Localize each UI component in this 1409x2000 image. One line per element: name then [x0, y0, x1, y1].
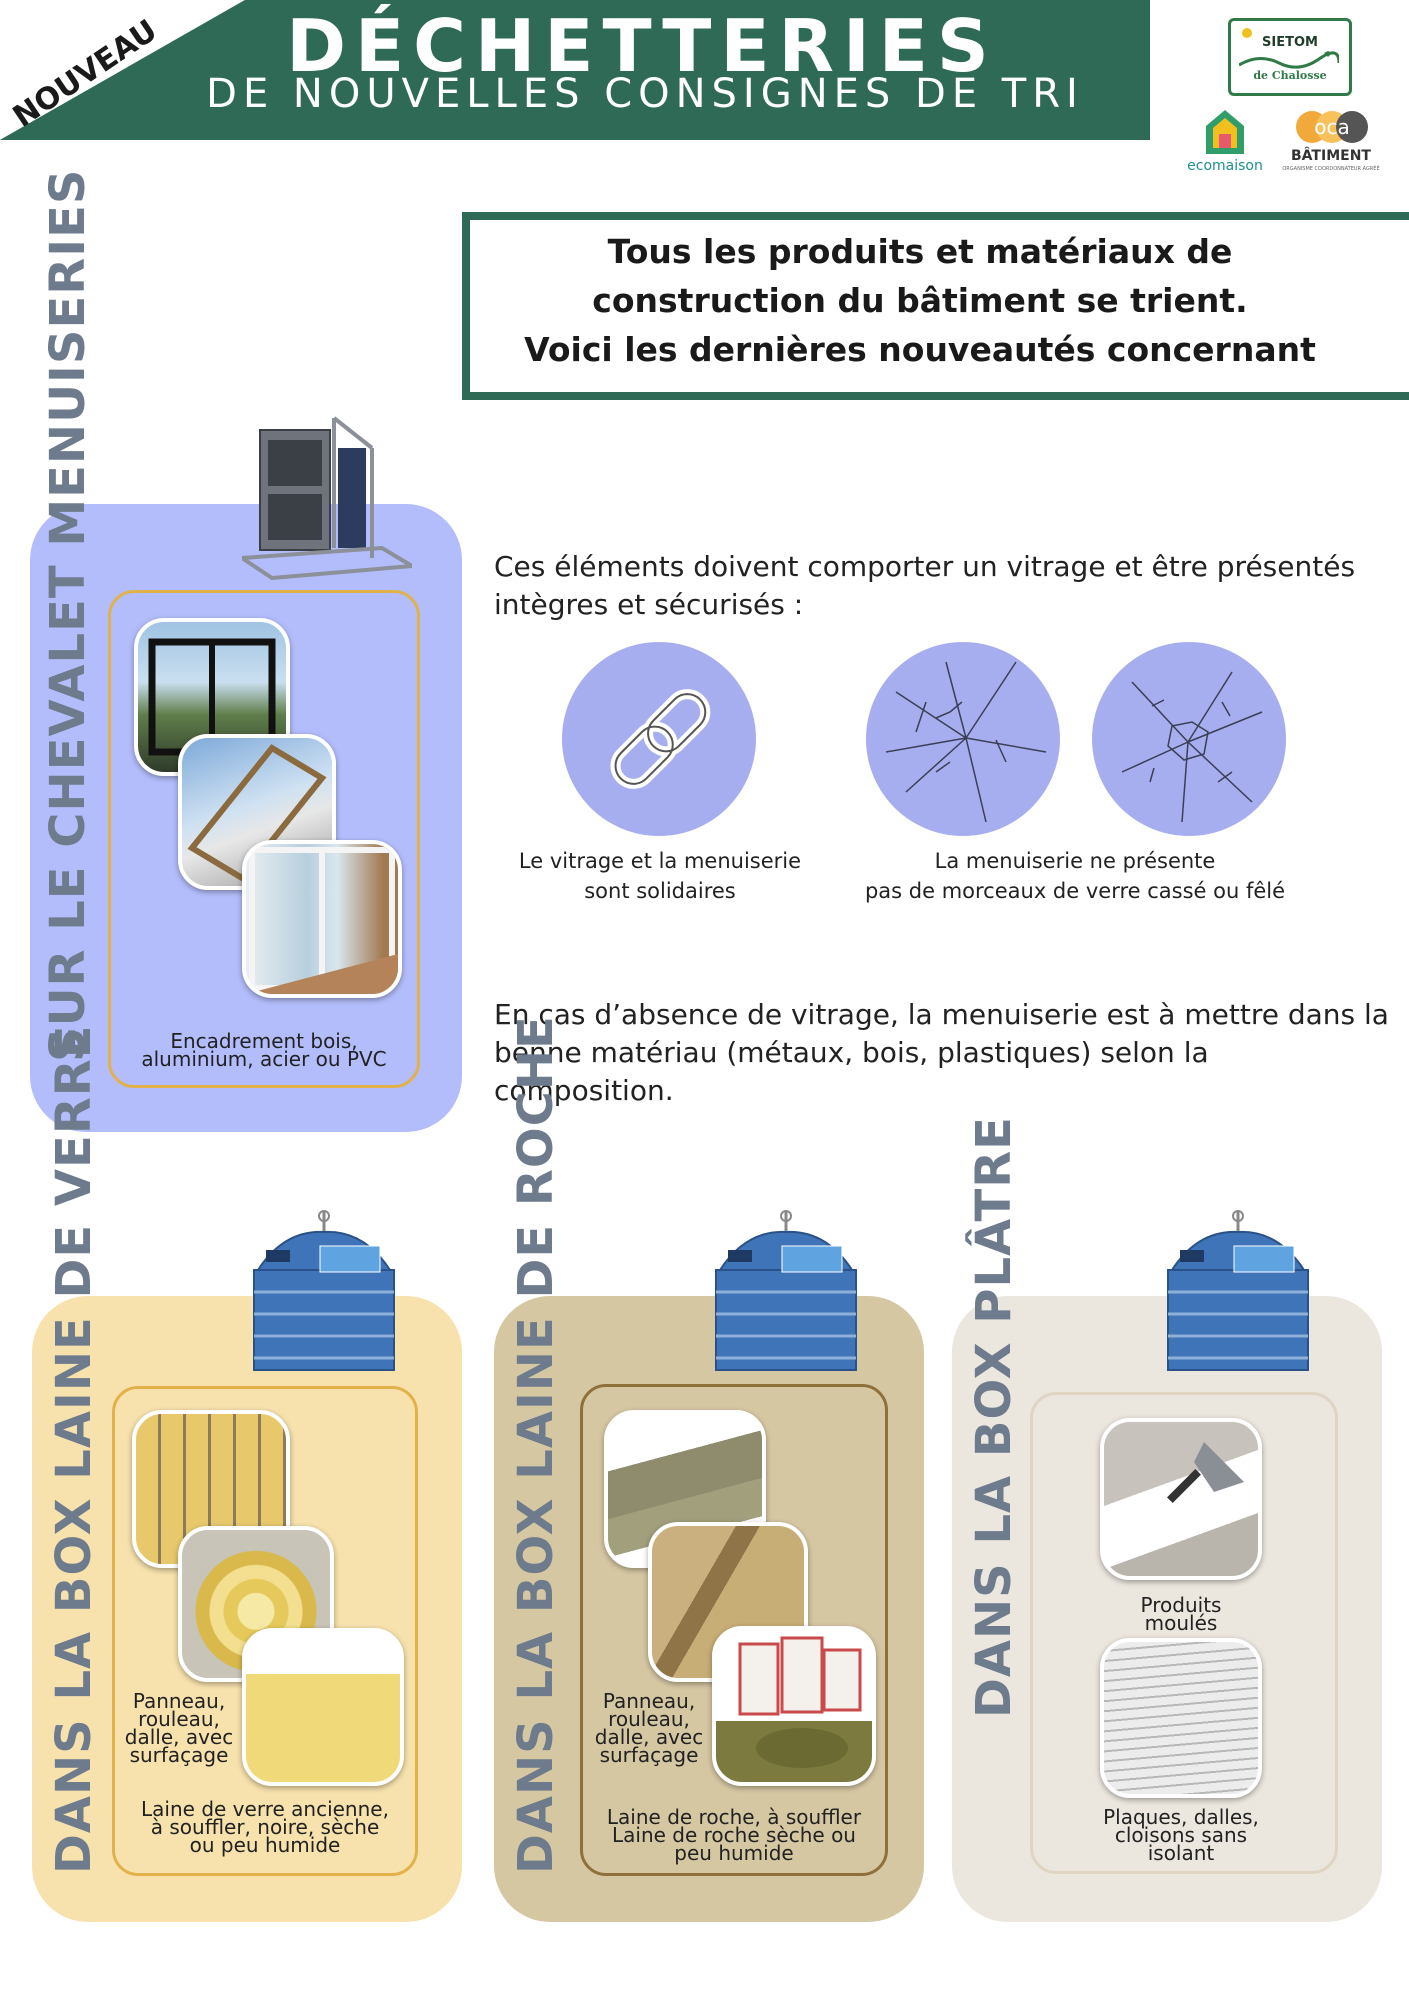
platre-panel	[952, 1296, 1382, 1922]
intro-line-2: construction du bâtiment se trient.	[592, 281, 1248, 320]
oca-batiment: BÂTIMENT	[1291, 148, 1371, 164]
cracked-glass-circle-1	[866, 642, 1060, 836]
laine-verre-title: DANS LA BOX LAINE DE VERRE	[46, 1024, 102, 1874]
sun-icon	[1242, 28, 1252, 38]
platre-caption-2-line-3: isolant	[1147, 1841, 1215, 1865]
intro-line-1: Tous les produits et matériaux de	[607, 232, 1233, 271]
oca-wordmark: oca	[1314, 115, 1350, 139]
sietom-name: SIETOM	[1262, 35, 1318, 50]
laine-verre-side-caption-3: dalle, avec	[124, 1725, 234, 1749]
roof-window-frame-icon	[187, 744, 327, 882]
intro-line-3: Voici les dernières nouveautés concernan…	[524, 330, 1316, 369]
box-container-icon	[1167, 1210, 1309, 1371]
page-subtitle: DE NOUVELLES CONSIGNES DE TRI	[206, 71, 1084, 117]
laine-roche-title: DANS LA BOX LAINE DE ROCHE	[508, 1015, 564, 1874]
laine-verre-side-caption-4: surfaçage	[129, 1743, 229, 1767]
rock-wool-bags-icon	[738, 1636, 862, 1768]
box-container-icon	[253, 1210, 395, 1371]
laine-roche-bottom-caption-1: Laine de roche, à souffler	[606, 1805, 862, 1829]
cracked-glass-circle-2	[1092, 642, 1286, 836]
nouveau-corner-badge: NOUVEAU	[0, 0, 245, 140]
laine-roche-side-caption-3: dalle, avec	[594, 1725, 704, 1749]
laine-roche-frame	[580, 1384, 888, 1876]
laine-verre-bottom-caption-2: à souffler, noire, sèche	[150, 1815, 380, 1839]
house-icon	[1206, 110, 1244, 154]
laine-verre-side-caption-2: rouleau,	[138, 1707, 220, 1731]
platre-caption-1-line-2: moulés	[1144, 1611, 1218, 1635]
ecomaison-name: ecomaison	[1187, 158, 1263, 174]
corner-window-frame-icon	[246, 847, 398, 994]
menuiseries-caption-line-2: aluminium, acier ou PVC	[141, 1047, 387, 1071]
page-title: DÉCHETTERIES	[286, 4, 998, 88]
oca-subtitle: ORGANISME COORDONNATEUR AGRÉÉ	[1282, 166, 1380, 172]
oca-logo: oca BÂTIMENT ORGANISME COORDONNATEUR AGR…	[1282, 108, 1380, 176]
solidarity-circle	[562, 642, 756, 836]
intro-frame	[462, 212, 1409, 400]
laine-verre-bottom-caption-3: ou peu humide	[189, 1833, 341, 1857]
chevalet-rack-icon	[242, 416, 412, 580]
laine-roche-side-caption-2: rouleau,	[608, 1707, 690, 1731]
icon2-caption-line-1: La menuiserie ne présente	[934, 849, 1216, 873]
box-container-icon	[715, 1210, 857, 1371]
oca-mark-icon: oca	[1296, 111, 1368, 143]
laine-roche-bottom-caption-2: Laine de roche sèche ou	[612, 1823, 856, 1847]
cracked-glass-icon	[885, 661, 1047, 823]
shattered-glass-icon	[1121, 671, 1263, 823]
icon2-caption-line-2: pas de morceaux de verre cassé ou fêlé	[864, 879, 1286, 903]
laine-roche-side-caption-1: Panneau,	[602, 1689, 696, 1713]
plaster-boards-photo	[1100, 1638, 1262, 1798]
sietom-logo: SIETOM de Chalosse	[1228, 18, 1352, 96]
laine-verre-frame	[112, 1386, 418, 1876]
icon1-caption-line-1: Le vitrage et la menuiserie	[518, 849, 802, 873]
molded-plaster-photo	[1100, 1418, 1262, 1580]
platre-caption-2-line-2: cloisons sans	[1114, 1823, 1248, 1847]
platre-frame	[1030, 1392, 1338, 1874]
chain-link-icon	[610, 689, 711, 789]
absence-line-2: benne matériau (métaux, bois, plastiques…	[494, 1036, 1209, 1107]
laine-roche-bottom-caption-3: peu humide	[674, 1841, 794, 1865]
glass-wool-panel-photo	[242, 1628, 404, 1786]
laine-verre-bottom-caption-1: Laine de verre ancienne,	[141, 1797, 389, 1821]
menuiseries-caption-line-1: Encadrement bois,	[170, 1029, 358, 1053]
icon1-caption-line-2: sont solidaires	[584, 879, 736, 903]
trowel-icon	[1167, 1442, 1244, 1503]
menuiseries-title: SUR LE CHEVALET MENUISERIES	[40, 168, 96, 1062]
laine-roche-side-caption-4: surfaçage	[599, 1743, 699, 1767]
sietom-region: de Chalosse	[1253, 69, 1327, 82]
platre-title: DANS LA BOX PLÂTRE	[966, 1116, 1022, 1718]
laine-verre-side-caption-1: Panneau,	[132, 1689, 226, 1713]
menuiseries-frame	[108, 590, 420, 1088]
rock-wool-bags-photo	[712, 1626, 876, 1786]
absence-line-1: En cas d’absence de vitrage, la menuiser…	[494, 998, 1389, 1031]
platre-caption-1-line-1: Produits	[1140, 1593, 1222, 1617]
platre-caption-2-line-1: Plaques, dalles,	[1103, 1805, 1259, 1829]
hills-icon	[1239, 51, 1339, 69]
corner-window-photo	[242, 840, 402, 998]
ecomaison-logo: ecomaison	[1180, 108, 1270, 176]
requirement-line-1: Ces éléments doivent comporter un vitrag…	[494, 550, 1356, 583]
requirement-line-2: intègres et sécurisés :	[494, 588, 804, 621]
